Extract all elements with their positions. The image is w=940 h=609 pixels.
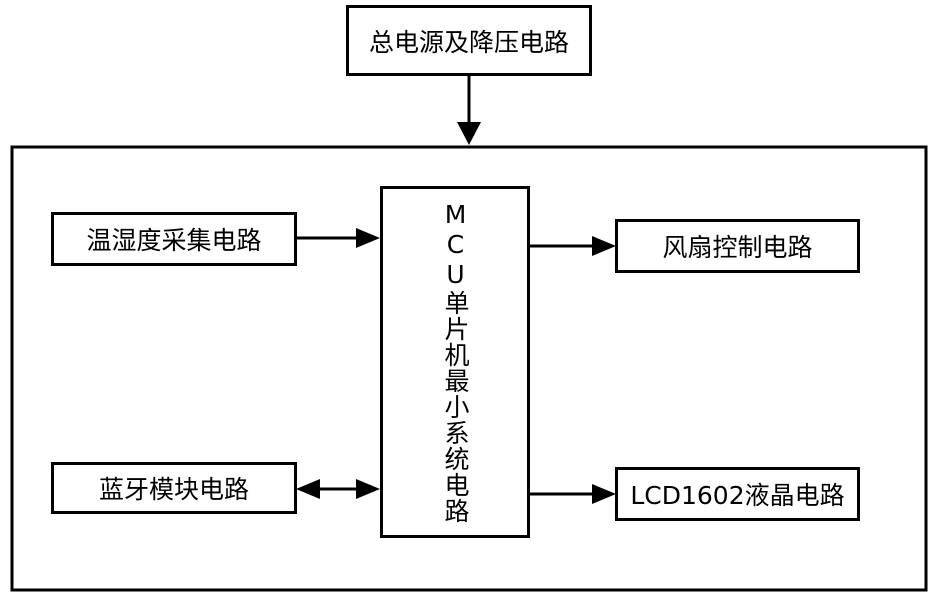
bluetooth-block: 蓝牙模块电路 [51, 462, 297, 514]
lcd-block: LCD1602液晶电路 [615, 467, 860, 521]
power-supply-label: 总电源及降压电路 [368, 27, 569, 57]
system-frame [10, 145, 928, 592]
arrowhead-power [457, 122, 481, 145]
arrowhead-fan [592, 236, 616, 256]
fan-control-label: 风扇控制电路 [662, 233, 813, 262]
arrowhead-sensor [356, 228, 380, 248]
lcd-label: LCD1602液晶电路 [630, 481, 845, 510]
mcu-block: MCU单片机最小系统电路 [380, 186, 530, 538]
arrowhead-bluetooth-right [356, 479, 380, 499]
arrowhead-lcd [592, 484, 616, 504]
power-supply-block: 总电源及降压电路 [346, 5, 592, 76]
arrowhead-bluetooth-left [296, 479, 320, 499]
bluetooth-label: 蓝牙模块电路 [98, 475, 249, 504]
temp-humidity-label: 温湿度采集电路 [86, 226, 262, 255]
temp-humidity-block: 温湿度采集电路 [51, 212, 297, 266]
fan-control-block: 风扇控制电路 [615, 219, 860, 273]
mcu-label: MCU单片机最小系统电路 [441, 200, 470, 524]
